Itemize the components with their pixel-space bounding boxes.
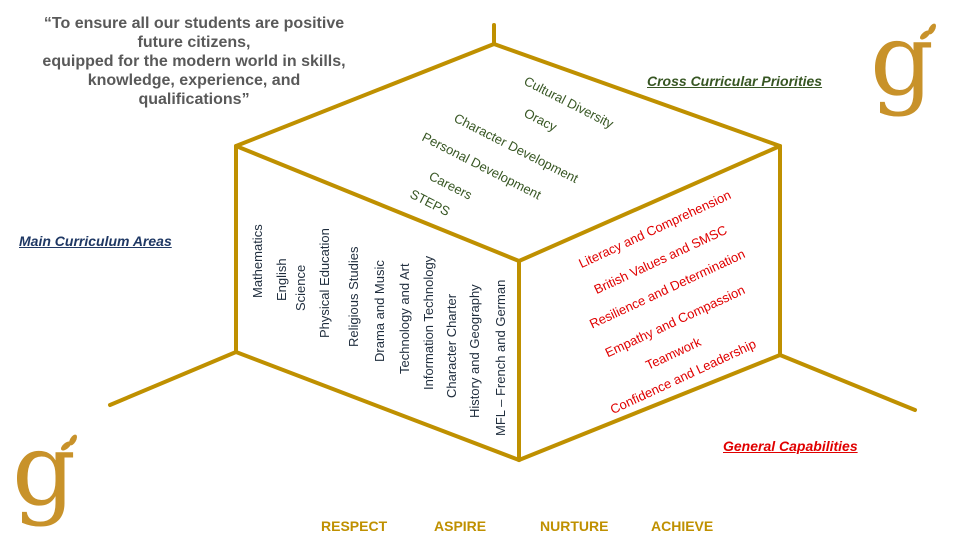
- value-respect: RESPECT: [321, 518, 388, 534]
- diagram-label: English: [274, 258, 289, 301]
- quote-line: “To ensure all our students are positive: [43, 15, 345, 32]
- main-curriculum-heading: Main Curriculum Areas: [19, 233, 172, 249]
- diagram-label: Personal Development: [420, 129, 544, 202]
- diagram-label: Information Technology: [421, 255, 436, 390]
- diagram-label: Physical Education: [317, 228, 332, 338]
- diagram-label: Religious Studies: [346, 246, 361, 347]
- general-capabilities-heading: General Capabilities: [723, 438, 858, 454]
- cross-curricular-heading: Cross Curricular Priorities: [647, 73, 823, 89]
- diagram-label: Drama and Music: [372, 260, 387, 362]
- main-curriculum-list: Mathematics English Science Physical Educat…: [250, 224, 508, 436]
- diagram-label: MFL – French and German: [493, 280, 508, 436]
- value-aspire: ASPIRE: [434, 518, 487, 534]
- diagram-label: Technology and Art: [397, 263, 412, 374]
- school-logo-bottom-left: g: [12, 411, 77, 528]
- school-logo-top-right: g: [870, 1, 935, 118]
- diagram-label: Character Charter: [444, 293, 459, 398]
- cube-bottom-right-edge: [517, 353, 782, 462]
- mission-quote: “To ensure all our students are positive…: [14, 14, 374, 109]
- quote-line: future citizens,: [137, 34, 251, 51]
- diagram-label: History and Geography: [467, 284, 482, 418]
- quote-line: knowledge, experience, and: [87, 72, 301, 89]
- quote-line: equipped for the modern world in skills,: [42, 53, 346, 70]
- axis-left-extension: [108, 350, 238, 407]
- diagram-label: Oracy: [522, 105, 560, 134]
- value-nurture: NURTURE: [540, 518, 609, 534]
- cube-bottom-left-edge: [234, 350, 521, 462]
- cube-frame: [108, 23, 917, 462]
- value-achieve: ACHIEVE: [651, 518, 714, 534]
- quote-line: qualifications”: [138, 91, 250, 108]
- diagram-label: Science: [293, 265, 308, 311]
- axis-right-extension: [778, 353, 917, 412]
- diagram-label: Mathematics: [250, 224, 265, 298]
